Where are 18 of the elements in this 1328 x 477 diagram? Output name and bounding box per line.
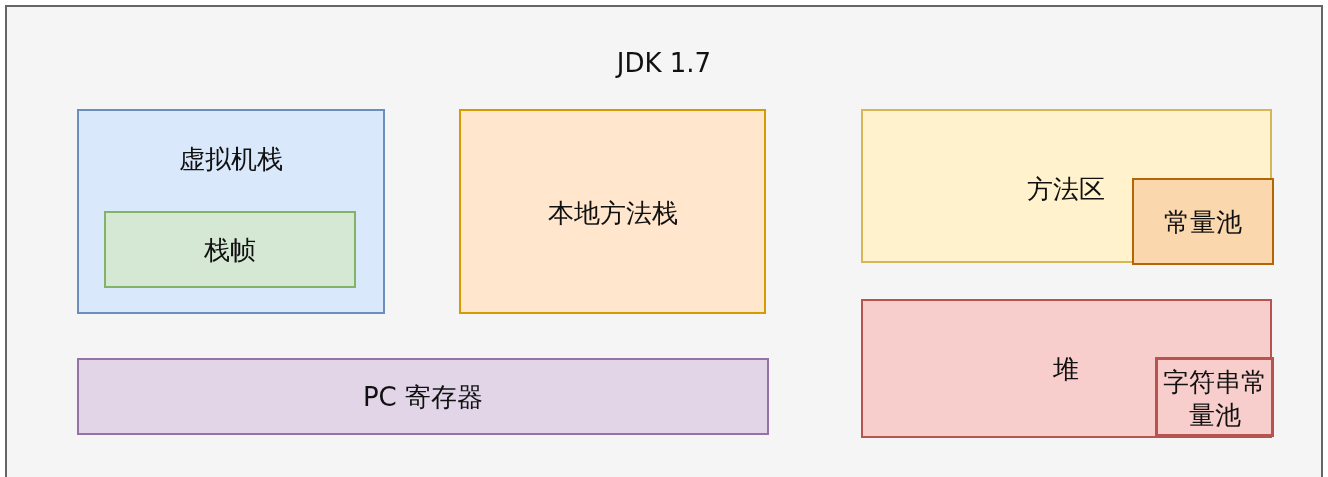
label: 虚拟机栈 — [178, 143, 284, 176]
area-box — [861, 109, 1272, 263]
label: JDK 1.7 — [614, 47, 713, 80]
label: 常量池 — [1163, 206, 1243, 239]
label: 方法区 — [1026, 173, 1106, 206]
heap-box — [861, 299, 1272, 438]
frame-box — [104, 211, 356, 288]
pool-box — [1155, 357, 1274, 437]
label: 字符串常量池 — [1161, 366, 1268, 431]
register-box — [77, 358, 769, 435]
label: 栈帧 — [203, 234, 257, 267]
label: PC 寄存器 — [361, 381, 485, 414]
stack-box — [459, 109, 766, 314]
label: 堆 — [1052, 353, 1080, 386]
frame-box — [5, 5, 1323, 477]
pool-box — [1132, 178, 1274, 265]
label: 本地方法栈 — [546, 197, 679, 230]
stack-box — [77, 109, 385, 314]
